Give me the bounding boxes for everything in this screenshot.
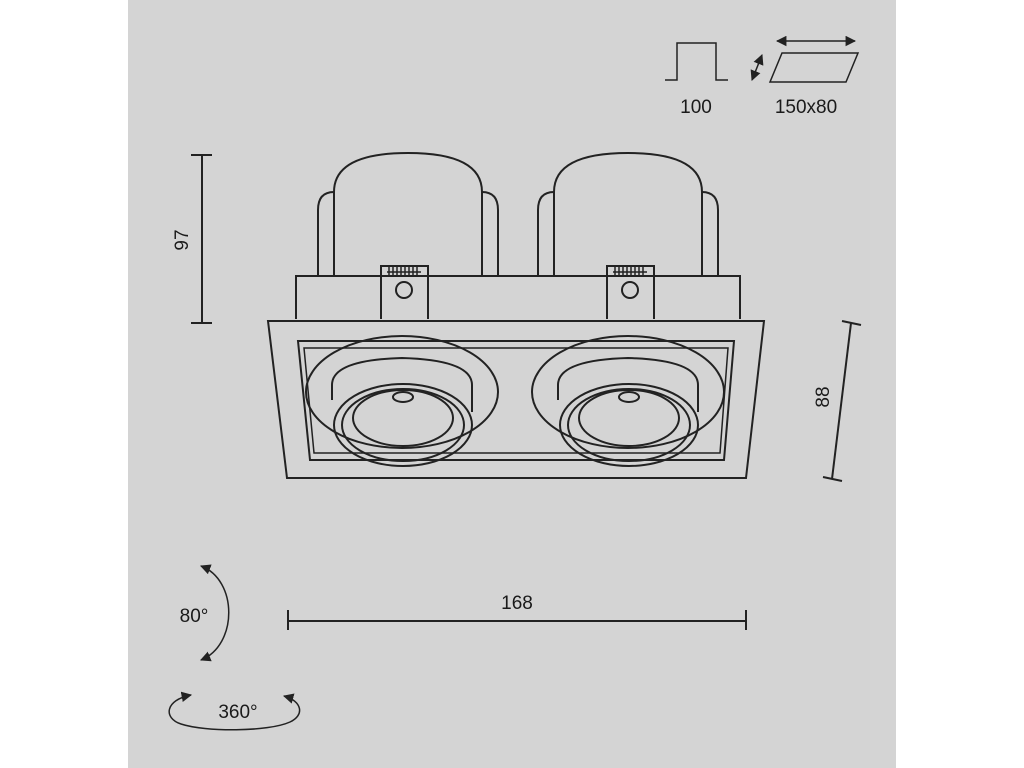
front-frame <box>266 320 766 479</box>
cutout-depth-label: 100 <box>680 97 712 118</box>
cutout-size-icon <box>750 35 860 83</box>
depth-label: 88 <box>813 386 834 407</box>
left-housing <box>317 151 499 277</box>
height-label: 97 <box>172 229 193 250</box>
left-lamp <box>305 335 499 467</box>
cutout-depth-icon <box>665 42 728 81</box>
cutout-size-label: 150x80 <box>775 97 837 118</box>
left-spring-clip <box>380 265 429 319</box>
right-lamp <box>531 335 725 467</box>
swivel-arrow-icon <box>168 691 301 731</box>
width-label: 168 <box>501 593 533 614</box>
width-dimension-line <box>287 610 747 630</box>
right-housing <box>537 151 719 277</box>
drawing-panel <box>128 0 896 768</box>
height-dimension-line <box>191 154 212 324</box>
fixture-drawing <box>266 151 766 479</box>
tilt-arrow-icon <box>200 564 230 662</box>
tilt-label: 80° <box>180 606 209 627</box>
right-spring-clip <box>606 265 655 319</box>
depth-dimension-line <box>822 320 862 482</box>
back-plate <box>295 275 741 319</box>
swivel-label: 360° <box>218 702 257 723</box>
